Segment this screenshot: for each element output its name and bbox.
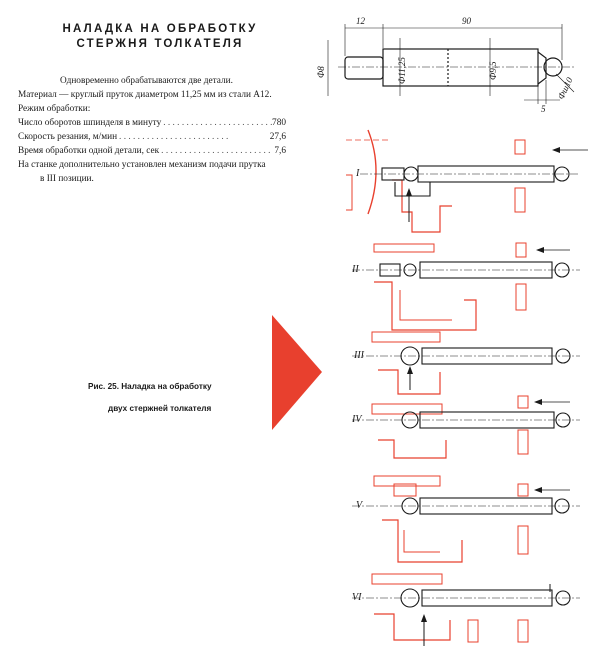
red-triangle-marker bbox=[272, 315, 322, 430]
position-3-drawing bbox=[352, 331, 580, 395]
param-label: Число оборотов шпинделя в минуту bbox=[18, 118, 162, 128]
param-value: 7,6 bbox=[274, 146, 286, 156]
note-text-line1: На станке дополнительно установлен механ… bbox=[18, 160, 266, 170]
position-1-drawing bbox=[346, 129, 588, 233]
dim-d95: Ф9,5 bbox=[488, 61, 498, 80]
param-row: Скорость резания, м/мин . . . . . . . . … bbox=[18, 132, 286, 142]
figure-caption-line1: Рис. 25. Наладка на обработку bbox=[88, 382, 212, 391]
position-label: IV bbox=[351, 414, 363, 425]
intro-text: Одновременно обрабатываются две детали. bbox=[60, 76, 233, 86]
part-drawing bbox=[327, 24, 575, 104]
position-6-drawing bbox=[352, 573, 580, 646]
page-title-line2: СТЕРЖНЯ ТОЛКАТЕЛЯ bbox=[76, 38, 244, 50]
position-label: V bbox=[356, 500, 364, 511]
position-label: III bbox=[353, 350, 365, 361]
param-label: Скорость резания, м/мин bbox=[18, 132, 118, 142]
mode-label: Режим обработки: bbox=[18, 104, 91, 114]
page-title-line1: НАЛАДКА НА ОБРАБОТКУ bbox=[62, 23, 258, 35]
position-label: VI bbox=[352, 592, 362, 603]
dim-d8: Ф8 bbox=[316, 66, 326, 78]
param-row: Время обработки одной детали, сек . . . … bbox=[18, 146, 286, 156]
param-label: Время обработки одной детали, сек bbox=[18, 146, 160, 156]
position-4-drawing bbox=[352, 395, 580, 459]
figure-caption-line2: двух стержней толкателя bbox=[108, 404, 212, 413]
position-5-drawing bbox=[352, 475, 580, 563]
dim-12: 12 bbox=[356, 16, 366, 26]
note-text-line2: в III позиции. bbox=[40, 174, 94, 184]
dim-5: 5 bbox=[541, 104, 546, 114]
position-label: II bbox=[351, 264, 359, 275]
dim-sphere: Фш10 bbox=[556, 75, 575, 101]
dim-90: 90 bbox=[462, 16, 472, 26]
position-label: I bbox=[355, 168, 360, 179]
dim-d1125: Ф11,25 bbox=[397, 57, 407, 84]
material-text: Материал — круглый пруток диаметром 11,2… bbox=[18, 90, 272, 100]
position-2-drawing bbox=[352, 242, 580, 331]
param-row: Число оборотов шпинделя в минуту . . . .… bbox=[18, 118, 286, 128]
param-value: 780 bbox=[272, 118, 286, 128]
param-value: 27,6 bbox=[269, 132, 286, 142]
